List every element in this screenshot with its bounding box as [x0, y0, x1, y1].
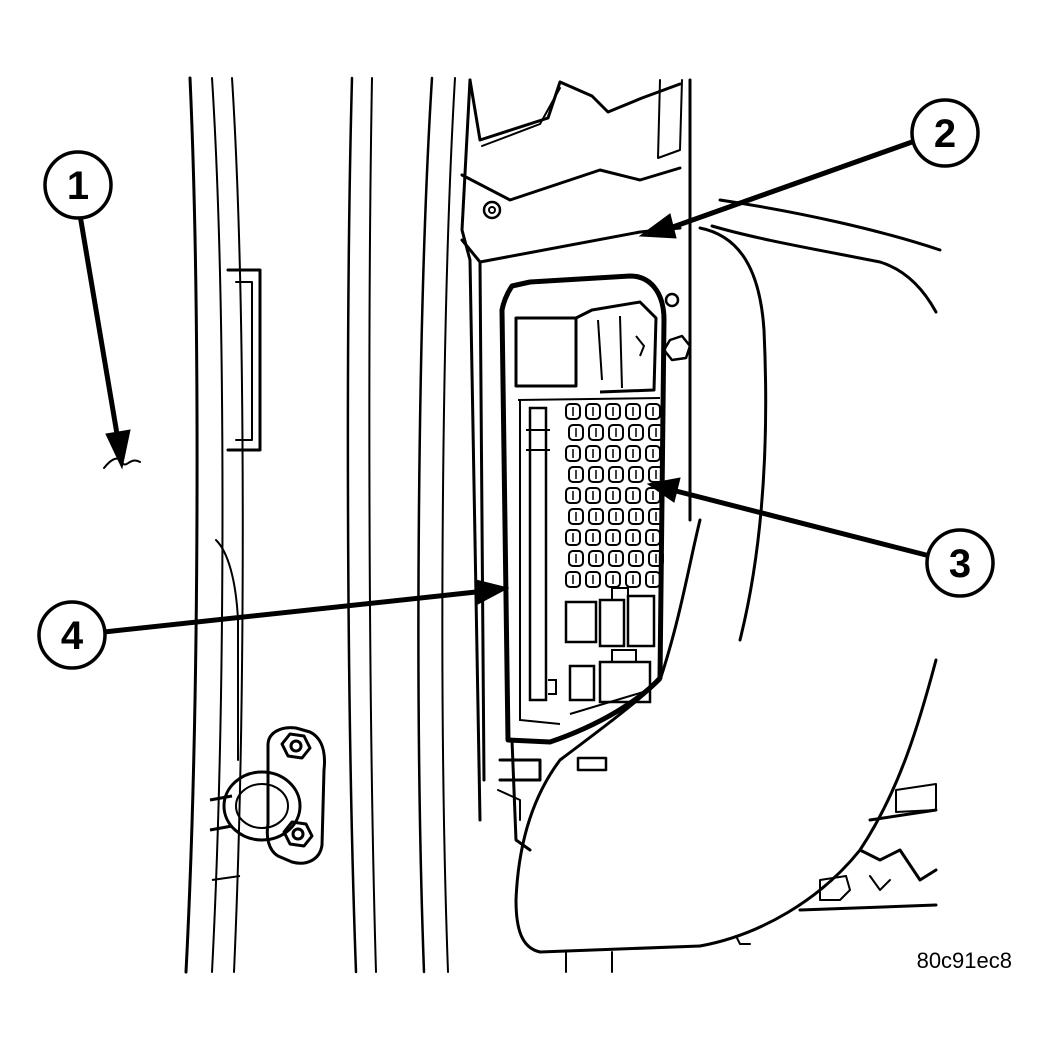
- fuse-slot: [648, 424, 664, 441]
- fuse-slot: [568, 508, 584, 525]
- fuse-slot: [568, 424, 584, 441]
- door-panel: [184, 76, 377, 974]
- fuse-slot: [585, 403, 601, 420]
- fuse-slot: [645, 529, 661, 546]
- fuse-slot: [605, 529, 621, 546]
- arrow-1-shaft: [77, 212, 121, 443]
- fuse-slot: [625, 487, 641, 504]
- fuse-slot: [608, 466, 624, 483]
- leader-arrows: [77, 139, 929, 635]
- fuse-slot: [565, 487, 581, 504]
- fuse-slot: [565, 529, 581, 546]
- fuse-slot: [608, 424, 624, 441]
- fuse-slot: [648, 550, 664, 567]
- callout-4: 4: [37, 600, 107, 670]
- fuse-slot: [625, 529, 641, 546]
- callout-2-label: 2: [934, 112, 956, 156]
- arrow-2-shaft: [667, 139, 915, 231]
- fuse-slot: [585, 571, 601, 588]
- arrow-3-shaft: [673, 488, 929, 558]
- fuse-slot: [585, 445, 601, 462]
- fuse-slot: [625, 571, 641, 588]
- fuse-slot: [588, 424, 604, 441]
- arrow-4-shaft: [101, 589, 479, 635]
- fuse-slot: [588, 550, 604, 567]
- fuse-slot: [605, 487, 621, 504]
- lower-connectors: [564, 587, 656, 715]
- fuse-slot: [605, 445, 621, 462]
- figure-code: 80c91ec8: [917, 948, 1012, 973]
- fuse-slot: [625, 403, 641, 420]
- fuse-slot: [645, 445, 661, 462]
- fuse-slot: [625, 445, 641, 462]
- fuse-slot: [608, 550, 624, 567]
- door-hinge: [209, 726, 326, 881]
- fuse-slot: [588, 508, 604, 525]
- fuse-slot: [588, 466, 604, 483]
- fuse-slot: [628, 424, 644, 441]
- fuse-slot: [565, 571, 581, 588]
- fuse-slot: [605, 403, 621, 420]
- callout-3: 3: [925, 528, 995, 598]
- fuse-slot: [628, 508, 644, 525]
- callout-2: 2: [910, 98, 980, 168]
- callout-1: 1: [43, 150, 113, 220]
- fuse-slot: [628, 466, 644, 483]
- arrow-4-head: [475, 579, 510, 605]
- callout-4-label: 4: [61, 614, 84, 658]
- fuse-slot: [565, 445, 581, 462]
- fuse-slot: [585, 487, 601, 504]
- fuse-slot: [645, 403, 661, 420]
- callout-3-label: 3: [949, 542, 971, 586]
- fuse-slot: [645, 571, 661, 588]
- fuse-slot: [608, 508, 624, 525]
- fuse-slot: [565, 403, 581, 420]
- fuse-slot: [628, 550, 644, 567]
- arrow-3-head: [646, 477, 681, 503]
- relay-strip: [519, 400, 561, 725]
- arrow-1-head: [105, 429, 131, 470]
- fuse-slot: [585, 529, 601, 546]
- arrow-2-head: [638, 213, 677, 239]
- fuse-slot: [568, 550, 584, 567]
- junction-block: [499, 273, 692, 745]
- fuse-slot: [568, 466, 584, 483]
- fuse-grid: [565, 403, 664, 588]
- pillar-and-dash: [417, 76, 942, 974]
- fuse-slot: [648, 508, 664, 525]
- callout-1-label: 1: [67, 164, 89, 208]
